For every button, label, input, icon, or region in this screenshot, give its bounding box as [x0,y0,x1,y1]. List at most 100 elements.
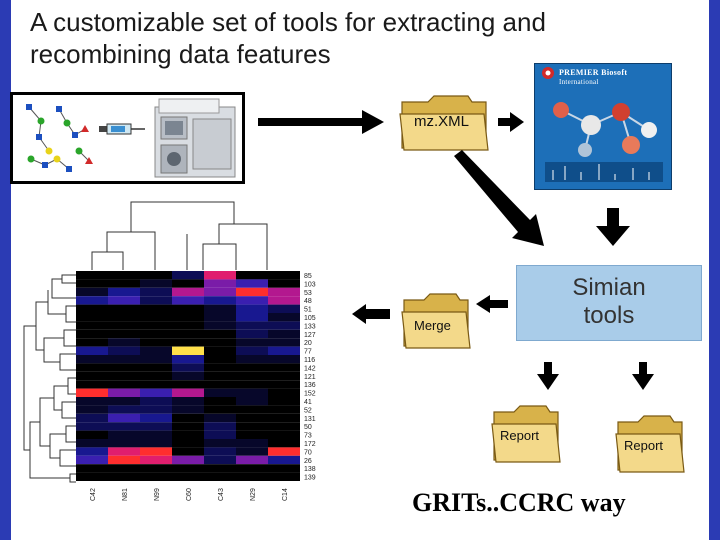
heatmap-cell [140,338,172,346]
heatmap-cell [76,321,108,329]
arrow-icon [352,304,390,324]
heatmap-cell [204,447,236,455]
heatmap-cell [140,380,172,388]
heatmap-cell [268,279,300,287]
heatmap-cell [236,405,268,413]
heatmap-cell [204,389,236,397]
heatmap-cell [76,431,108,439]
heatmap-cell [108,456,140,464]
arrow-icon [498,112,524,132]
heatmap-cell [172,271,204,279]
heatmap-cell [172,296,204,304]
heatmap-row-label: 77 [304,349,312,356]
heatmap-cell [172,422,204,430]
heatmap-cell [204,473,236,481]
heatmap-cell [172,464,204,472]
heatmap-row-label: 73 [304,433,312,440]
instrument-panel [10,92,245,184]
heatmap-cell [108,405,140,413]
arrow-icon [258,110,384,134]
heatmap-cell [108,439,140,447]
heatmap-cell [76,271,108,279]
heatmap-cell [140,439,172,447]
heatmap-cell [204,355,236,363]
heatmap-cell [268,288,300,296]
heatmap-cell [140,279,172,287]
heatmap-row-label: 152 [304,391,316,398]
heatmap-cell [236,464,268,472]
heatmap-cell [108,414,140,422]
heatmap-cell [108,431,140,439]
simian-label: Simian [517,274,701,302]
heatmap-cell [108,464,140,472]
heatmap-cell [236,414,268,422]
heatmap-cell [140,414,172,422]
footer-caption: GRITs..CCRC way [412,488,626,518]
heatmap-cell [76,380,108,388]
heatmap-cell [204,313,236,321]
heatmap-cell [108,389,140,397]
heatmap-cell [268,355,300,363]
heatmap-row-label: 121 [304,374,316,381]
heatmap-cell [108,330,140,338]
arrow-icon [476,295,508,313]
heatmap-cell [108,313,140,321]
heatmap-cell [140,330,172,338]
heatmap-cell [76,414,108,422]
left-frame-bar [0,0,11,540]
heatmap-cell [204,279,236,287]
book-subtitle: International [559,78,599,86]
heatmap-cell [268,313,300,321]
heatmap-row-label: 53 [304,290,312,297]
arrow-icon [632,362,654,390]
heatmap-row-label: 85 [304,273,312,280]
arrow-icon [596,208,630,246]
heatmap-cell [204,372,236,380]
heatmap-cell [140,313,172,321]
heatmap-cell [172,456,204,464]
heatmap-row-label: 105 [304,315,316,322]
heatmap-cell [76,296,108,304]
heatmap-cell [172,439,204,447]
heatmap-cell [172,431,204,439]
glycan-structure-icon [19,99,99,181]
heatmap-cell [108,355,140,363]
heatmap-cells [76,271,300,481]
heatmap-cell [76,338,108,346]
heatmap-cell [76,464,108,472]
heatmap-cell [108,380,140,388]
heatmap-cell [76,313,108,321]
heatmap-cell [108,271,140,279]
right-frame-bar [709,0,720,540]
premier-logo-icon [539,66,557,80]
heatmap-cell [204,380,236,388]
heatmap-col-label: C14 [282,488,289,501]
heatmap-cell [204,397,236,405]
heatmap-col-label: C43 [218,488,225,501]
heatmap-cell [172,305,204,313]
heatmap-cell [236,338,268,346]
book-title: PREMIER Biosoft [559,68,627,77]
heatmap-row-label: 138 [304,466,316,473]
heatmap-cell [204,414,236,422]
heatmap-cell [204,338,236,346]
tools-label: tools [517,302,701,330]
heatmap-cell [172,355,204,363]
heatmap-row-label: 103 [304,281,316,288]
heatmap-cell [236,422,268,430]
heatmap-cell [268,363,300,371]
heatmap-cell [204,296,236,304]
heatmap-cell [140,305,172,313]
heatmap-cell [108,296,140,304]
heatmap-cell [236,347,268,355]
heatmap-cell [76,422,108,430]
heatmap-cell [204,439,236,447]
heatmap-cell [172,321,204,329]
heatmap-cell [204,405,236,413]
heatmap-cell [204,431,236,439]
heatmap-cell [236,431,268,439]
heatmap-row-label: 41 [304,399,312,406]
heatmap-row-label: 133 [304,323,316,330]
heatmap-cell [172,414,204,422]
heatmap-cell [236,355,268,363]
